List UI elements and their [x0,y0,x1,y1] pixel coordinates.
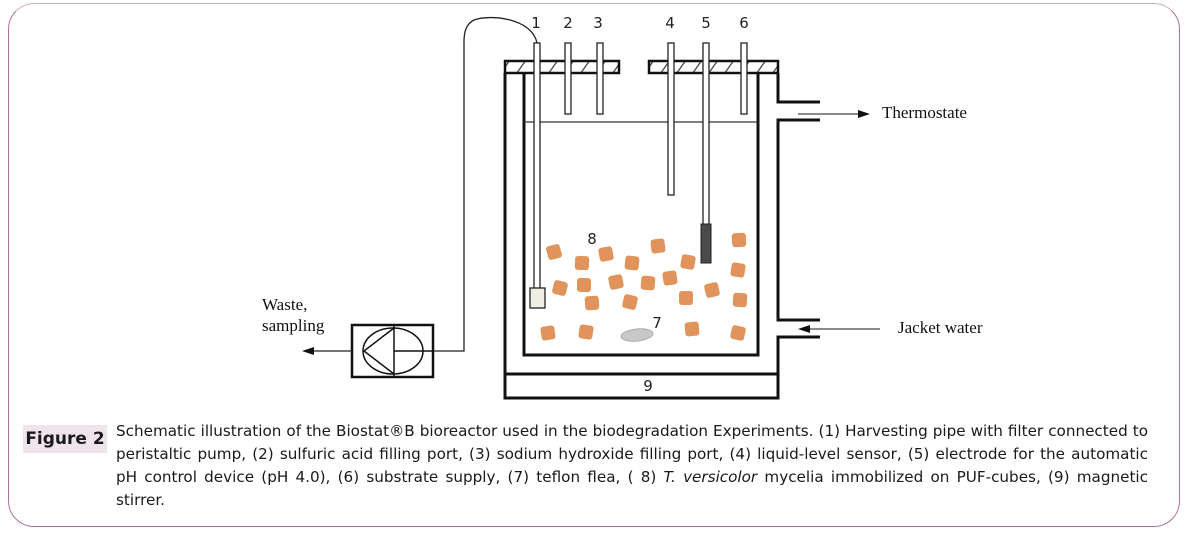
port-label-4: 4 [665,14,675,32]
puf-cube [576,277,592,293]
waste-label-line1: Waste, [262,295,307,314]
puf-cube [598,246,614,262]
filter [529,287,546,309]
puf-cube [732,292,748,308]
caption-text-1: Schematic illustration of the Biostat®B … [116,422,1148,486]
puf-cube [731,232,747,248]
puf-cube [662,270,678,286]
puf-cube [546,244,562,260]
caption-species: T. versicolor [663,468,758,486]
bioreactor-diagram: 1 2 3 4 5 6 8 7 9 Thermostate Jacket wat… [262,14,983,400]
jacket-outer-wall [503,73,820,400]
stirrer-label: 9 [643,377,653,395]
puf-cube [679,291,693,305]
puf-cube [640,275,656,291]
puf-cube [730,325,746,341]
port-1-harvest-pipe [533,42,541,291]
port-label-6: 6 [739,14,749,32]
puf-cube [624,255,640,271]
inner-vessel [522,73,760,357]
puf-cube [704,282,720,298]
port-4-level-sensor [667,42,675,196]
port-label-1: 1 [531,14,541,32]
jacket-water-label: Jacket water [898,318,983,337]
puf-cube [578,324,594,340]
tubing [420,16,538,352]
port-label-5: 5 [701,14,711,32]
thermostate-arrow-head [858,110,870,118]
ph-electrode-tip [700,223,712,264]
puf-cube [540,325,556,341]
puf-cube [574,255,590,271]
jacket-outer-wall-right-mid [776,118,820,322]
port-label-3: 3 [593,14,603,32]
thermostate-label: Thermostate [882,103,967,122]
teflon-flea [620,328,654,342]
puf-cube [684,321,700,337]
puf-cube [552,280,568,296]
figure-tag: Figure 2 [23,425,107,453]
pump-triangle [362,325,433,377]
port-5-ph-electrode [702,42,710,226]
figure-frame [8,3,1180,527]
puf-cube [730,262,746,278]
waste-arrow-head [302,347,314,355]
jacket-outer-wall-right-top [776,73,820,104]
waste-label-line2: sampling [262,316,325,335]
caption-text-2: mycelia immobilized on PUF-cubes, (9) ma… [116,468,1148,509]
port-3-sodium-hydroxide [596,42,604,115]
cubes-label: 8 [587,230,597,248]
puf-cube [622,294,638,310]
jacket-water-arrow-head [798,325,810,333]
figure-caption: Schematic illustration of the Biostat®B … [116,420,1148,512]
puf-cube [608,274,624,290]
puf-cube [680,254,696,270]
port-label-2: 2 [563,14,573,32]
puf-cubes [540,232,748,341]
puf-cube [650,238,666,254]
puf-cube [584,295,600,311]
flea-label: 7 [652,314,662,332]
port-2-sulfuric-acid [564,42,572,115]
port-6-substrate-supply [740,42,748,115]
